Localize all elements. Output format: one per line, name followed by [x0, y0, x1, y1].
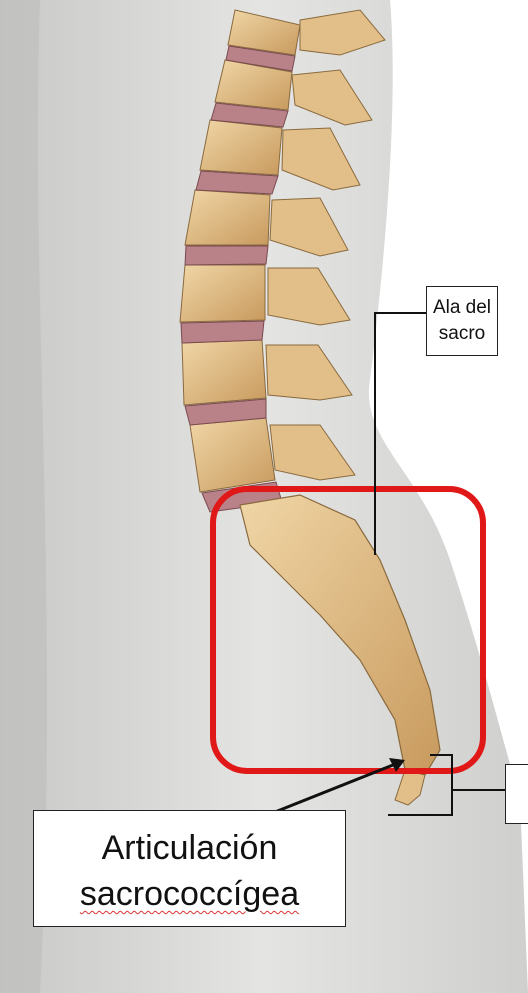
art-label-line1: Articulación	[34, 825, 345, 871]
art-label-line2: sacrococcígea	[34, 871, 345, 917]
ala-label-line2: sacro	[427, 321, 497, 347]
ala-del-sacro-label: Ala del sacro	[426, 286, 498, 356]
ala-label-line1: Ala del	[427, 295, 497, 321]
articulacion-sacrococcigea-label: Articulación sacrococcígea	[33, 810, 346, 927]
cropped-label-box	[505, 764, 528, 824]
